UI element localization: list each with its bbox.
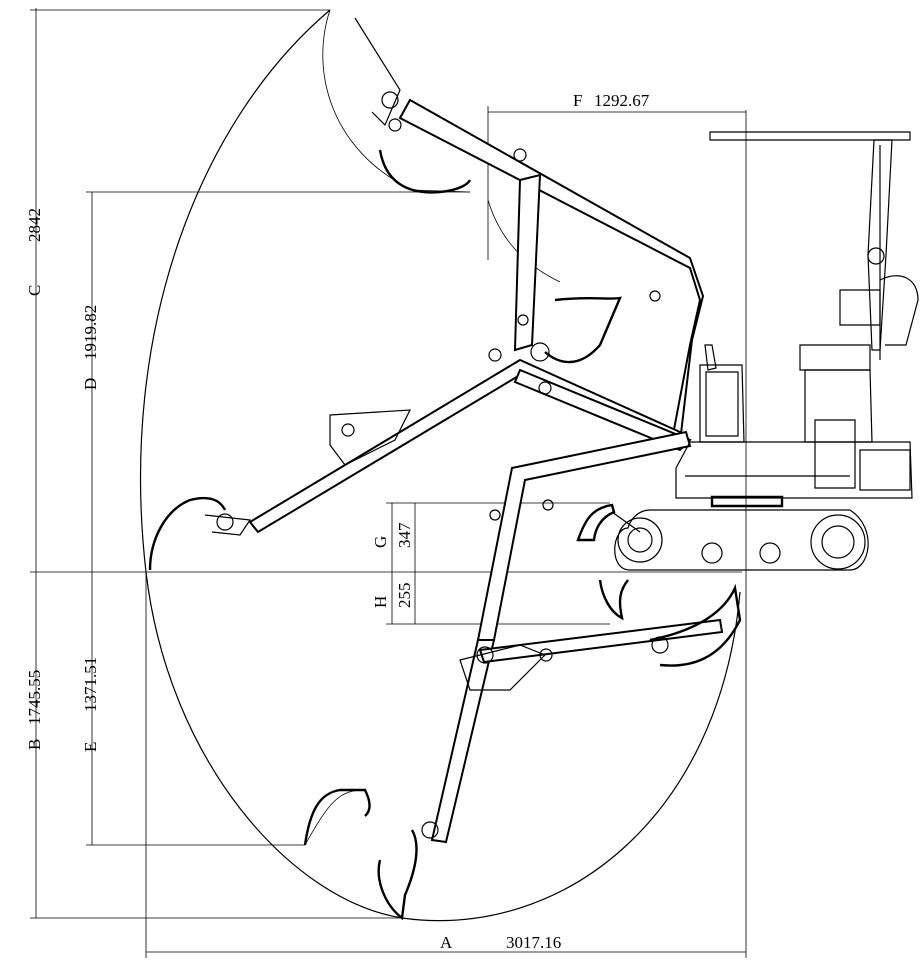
dim-e-value: 1371.51 bbox=[81, 657, 100, 712]
boom-bottom-position bbox=[303, 430, 742, 921]
boom-top-position bbox=[354, 17, 705, 444]
dim-a-letter: A bbox=[440, 933, 453, 952]
dim-c-letter: C bbox=[25, 285, 44, 296]
dim-d-value: 1919.82 bbox=[81, 305, 100, 360]
dim-e-letter: E bbox=[81, 742, 100, 752]
dim-f-value: 1292.67 bbox=[594, 91, 650, 110]
dim-g-letter: G bbox=[371, 536, 390, 548]
dim-b-letter: B bbox=[25, 739, 44, 750]
working-range-envelope bbox=[140, 9, 741, 922]
dim-h-letter: H bbox=[371, 596, 390, 608]
dim-b-value: 1745.55 bbox=[25, 670, 44, 725]
dimension-labels: C 2842 D 1919.82 B 1745.55 E 1371.51 G 3… bbox=[25, 91, 650, 952]
dim-g-value: 347 bbox=[395, 522, 414, 548]
dim-d-letter: D bbox=[81, 378, 100, 390]
boom-mid-position bbox=[148, 296, 692, 571]
dim-c-value: 2842 bbox=[25, 208, 44, 242]
dimension-lines bbox=[30, 8, 747, 958]
dim-f-letter: F bbox=[573, 91, 582, 110]
machine-body bbox=[576, 131, 919, 571]
dim-h-value: 255 bbox=[395, 583, 414, 609]
dim-a-value: 3017.16 bbox=[506, 933, 561, 952]
